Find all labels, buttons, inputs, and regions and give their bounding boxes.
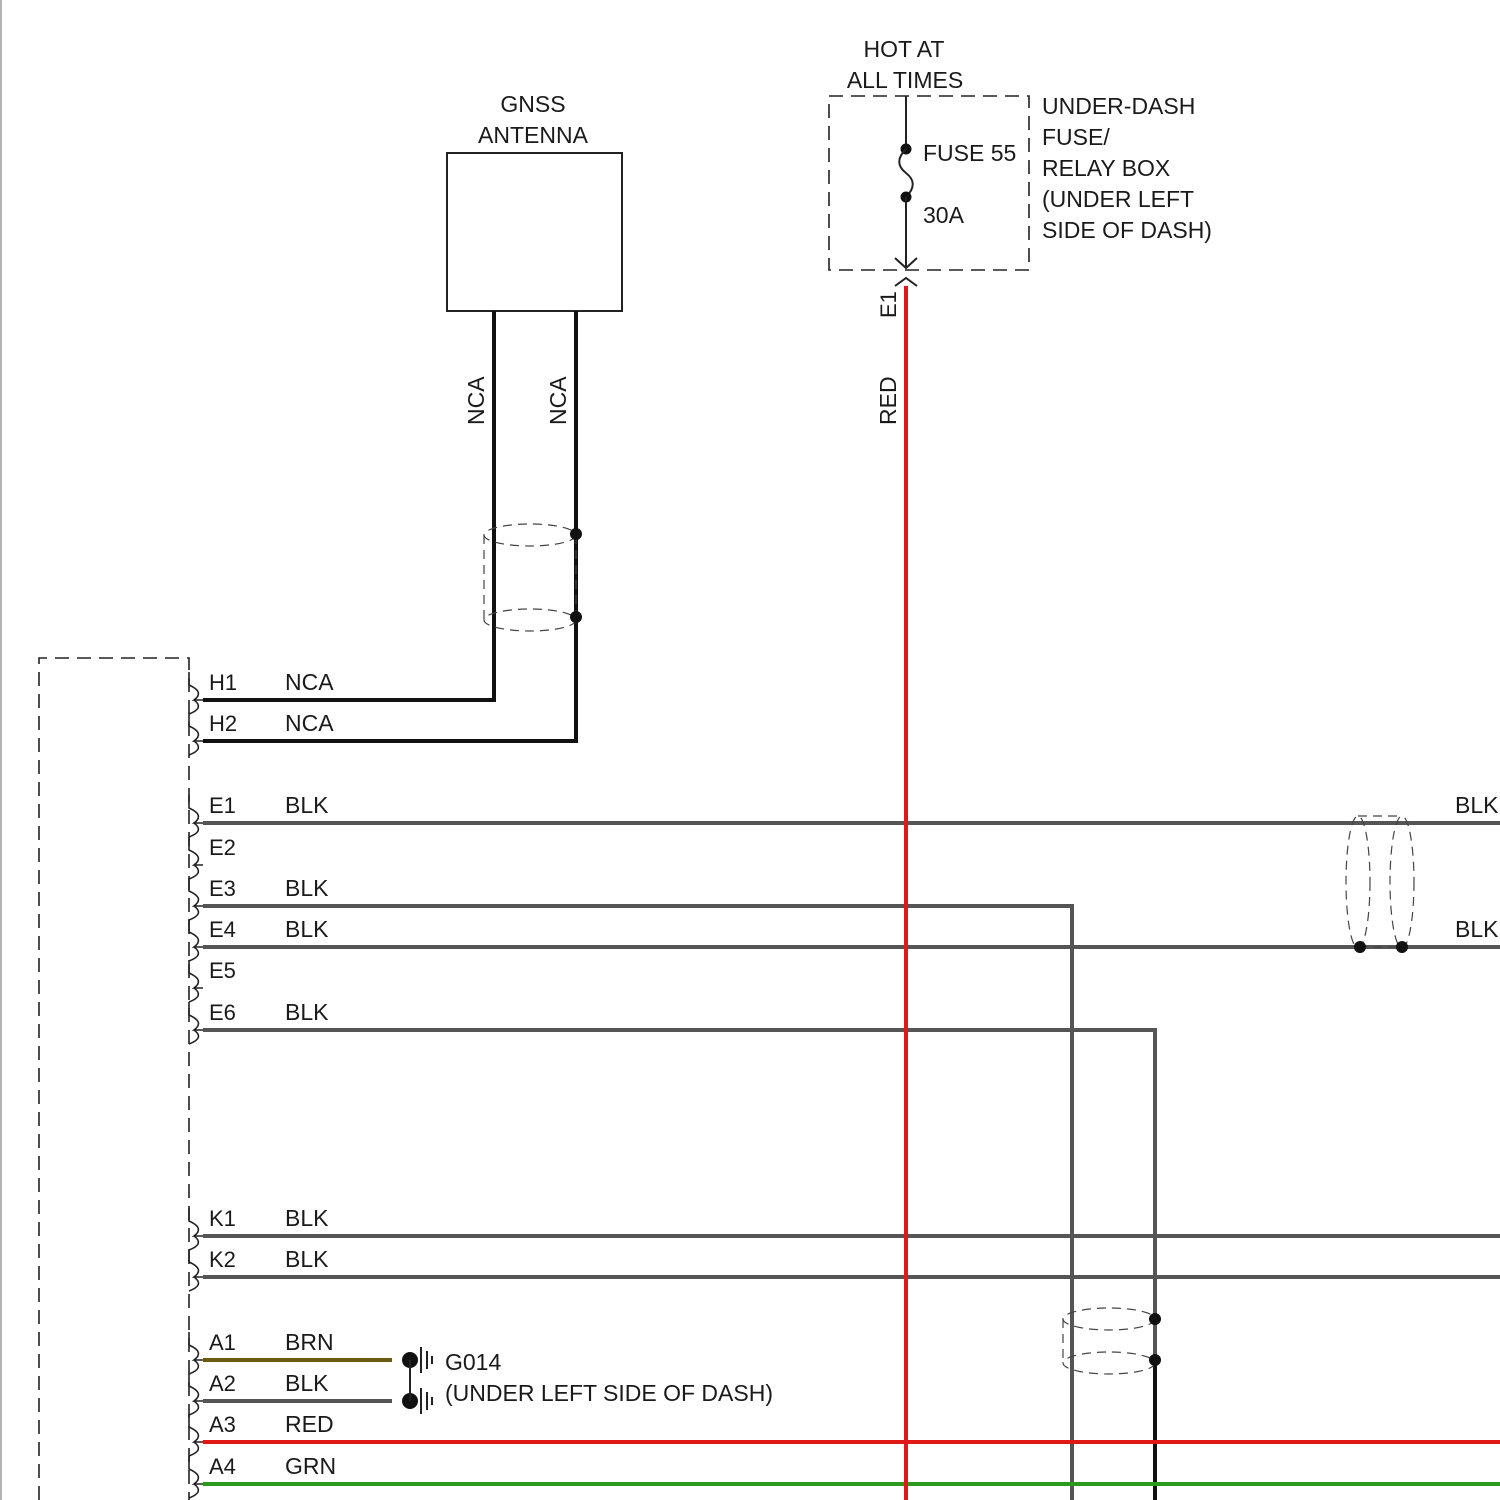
fuse-box-label-line1: UNDER-DASH [1042, 93, 1195, 119]
ground-g014: G014 (UNDER LEFT SIDE OF DASH) [402, 1347, 773, 1414]
pin-label-k1: K1 [209, 1206, 236, 1231]
wire-color-h1: NCA [285, 669, 334, 695]
pin-label-e2: E2 [209, 835, 236, 860]
wire-color-a3: RED [285, 1411, 334, 1437]
wire-color-a2: BLK [285, 1370, 329, 1396]
right-label-e1: BLK [1455, 792, 1499, 818]
pin-label-e5: E5 [209, 958, 236, 983]
fuse-box-label-line3: RELAY BOX [1042, 155, 1170, 181]
wire-color-k2: BLK [285, 1246, 329, 1272]
pin-label-a3: A3 [209, 1412, 236, 1437]
antenna-wires: NCA NCA [203, 311, 582, 741]
antenna-title-line2: ANTENNA [478, 122, 589, 148]
fuse-connector-pin: E1 [876, 291, 901, 318]
lower-shield-splice-bottom [1149, 1354, 1161, 1366]
fuse-element [899, 149, 913, 197]
shield-splice-bottom [570, 611, 582, 623]
fuse-box: HOT AT ALL TIMES UNDER-DASH FUSE/ RELAY … [829, 36, 1212, 425]
connector-bracket-h1 [189, 672, 203, 714]
ground-location: (UNDER LEFT SIDE OF DASH) [445, 1380, 773, 1406]
pin-label-e3: E3 [209, 876, 236, 901]
connector-bracket-e3 [189, 878, 203, 920]
connector-bracket-e1 [189, 795, 203, 837]
wire-e6-blk [203, 1030, 1155, 1360]
shield-splice-top [570, 528, 582, 540]
fuse-box-label-line4: (UNDER LEFT [1042, 186, 1194, 212]
wire-h2-nca [203, 311, 576, 741]
pin-label-e1: E1 [209, 793, 236, 818]
antenna-wire-left-label: NCA [463, 376, 489, 425]
wire-color-e6: BLK [285, 999, 329, 1025]
wire-color-a4: GRN [285, 1453, 336, 1479]
antenna-title-line1: GNSS [500, 91, 565, 117]
wire-color-k1: BLK [285, 1205, 329, 1231]
connector-bracket-e6 [189, 1002, 203, 1044]
connector-bracket-h2 [189, 713, 203, 755]
connector-bracket-k2 [189, 1249, 203, 1291]
antenna-wire-right-label: NCA [545, 376, 571, 425]
wire-color-e3: BLK [285, 875, 329, 901]
connector-brackets [189, 672, 203, 1498]
power-header-line1: HOT AT [864, 36, 945, 62]
pin-label-e6: E6 [209, 1000, 236, 1025]
connector-bracket-a4 [189, 1456, 203, 1498]
connector-bracket-a1 [189, 1332, 203, 1374]
connector-bracket-e4 [189, 919, 203, 961]
lower-shield [1063, 1308, 1155, 1374]
wire-h1-nca [203, 311, 494, 700]
right-label-e4: BLK [1455, 916, 1499, 942]
wire-color-e1: BLK [285, 792, 329, 818]
fuse-box-label-line5: SIDE OF DASH) [1042, 217, 1212, 243]
pin-label-h2: H2 [209, 711, 237, 736]
pin-label-a4: A4 [209, 1454, 236, 1479]
power-header-line2: ALL TIMES [847, 67, 963, 93]
connector-socket [895, 278, 917, 286]
connector-bracket-a3 [189, 1414, 203, 1456]
fuse-name: FUSE 55 [923, 140, 1016, 166]
antenna-box [447, 153, 622, 311]
wire-color-h2: NCA [285, 710, 334, 736]
connector-bracket-e5 [189, 960, 203, 1002]
right-shield-splice-left [1354, 941, 1366, 953]
pin-label-k2: K2 [209, 1247, 236, 1272]
pin-label-e4: E4 [209, 917, 236, 942]
harness-wires [203, 286, 1500, 1500]
antenna-shield [484, 524, 576, 631]
wire-color-a1: BRN [285, 1329, 334, 1355]
connector-bracket-k1 [189, 1208, 203, 1250]
pin-label-h1: H1 [209, 670, 237, 695]
fuse-box-label-line2: FUSE/ [1042, 124, 1110, 150]
ground-name: G014 [445, 1349, 501, 1375]
right-shield [1346, 816, 1414, 948]
power-wire-color: RED [875, 376, 901, 425]
module-outline [39, 658, 189, 1500]
lower-shield-splice-top [1149, 1313, 1161, 1325]
pin-label-a2: A2 [209, 1371, 236, 1396]
fuse-rating: 30A [923, 202, 965, 228]
pin-label-a1: A1 [209, 1330, 236, 1355]
connector-bracket-e2 [189, 837, 203, 879]
fuse-box-outline [829, 96, 1029, 270]
connector-bracket-a2 [189, 1373, 203, 1415]
gnss-antenna: GNSS ANTENNA [447, 91, 622, 311]
wire-color-e4: BLK [285, 916, 329, 942]
right-shield-splice-right [1396, 941, 1408, 953]
